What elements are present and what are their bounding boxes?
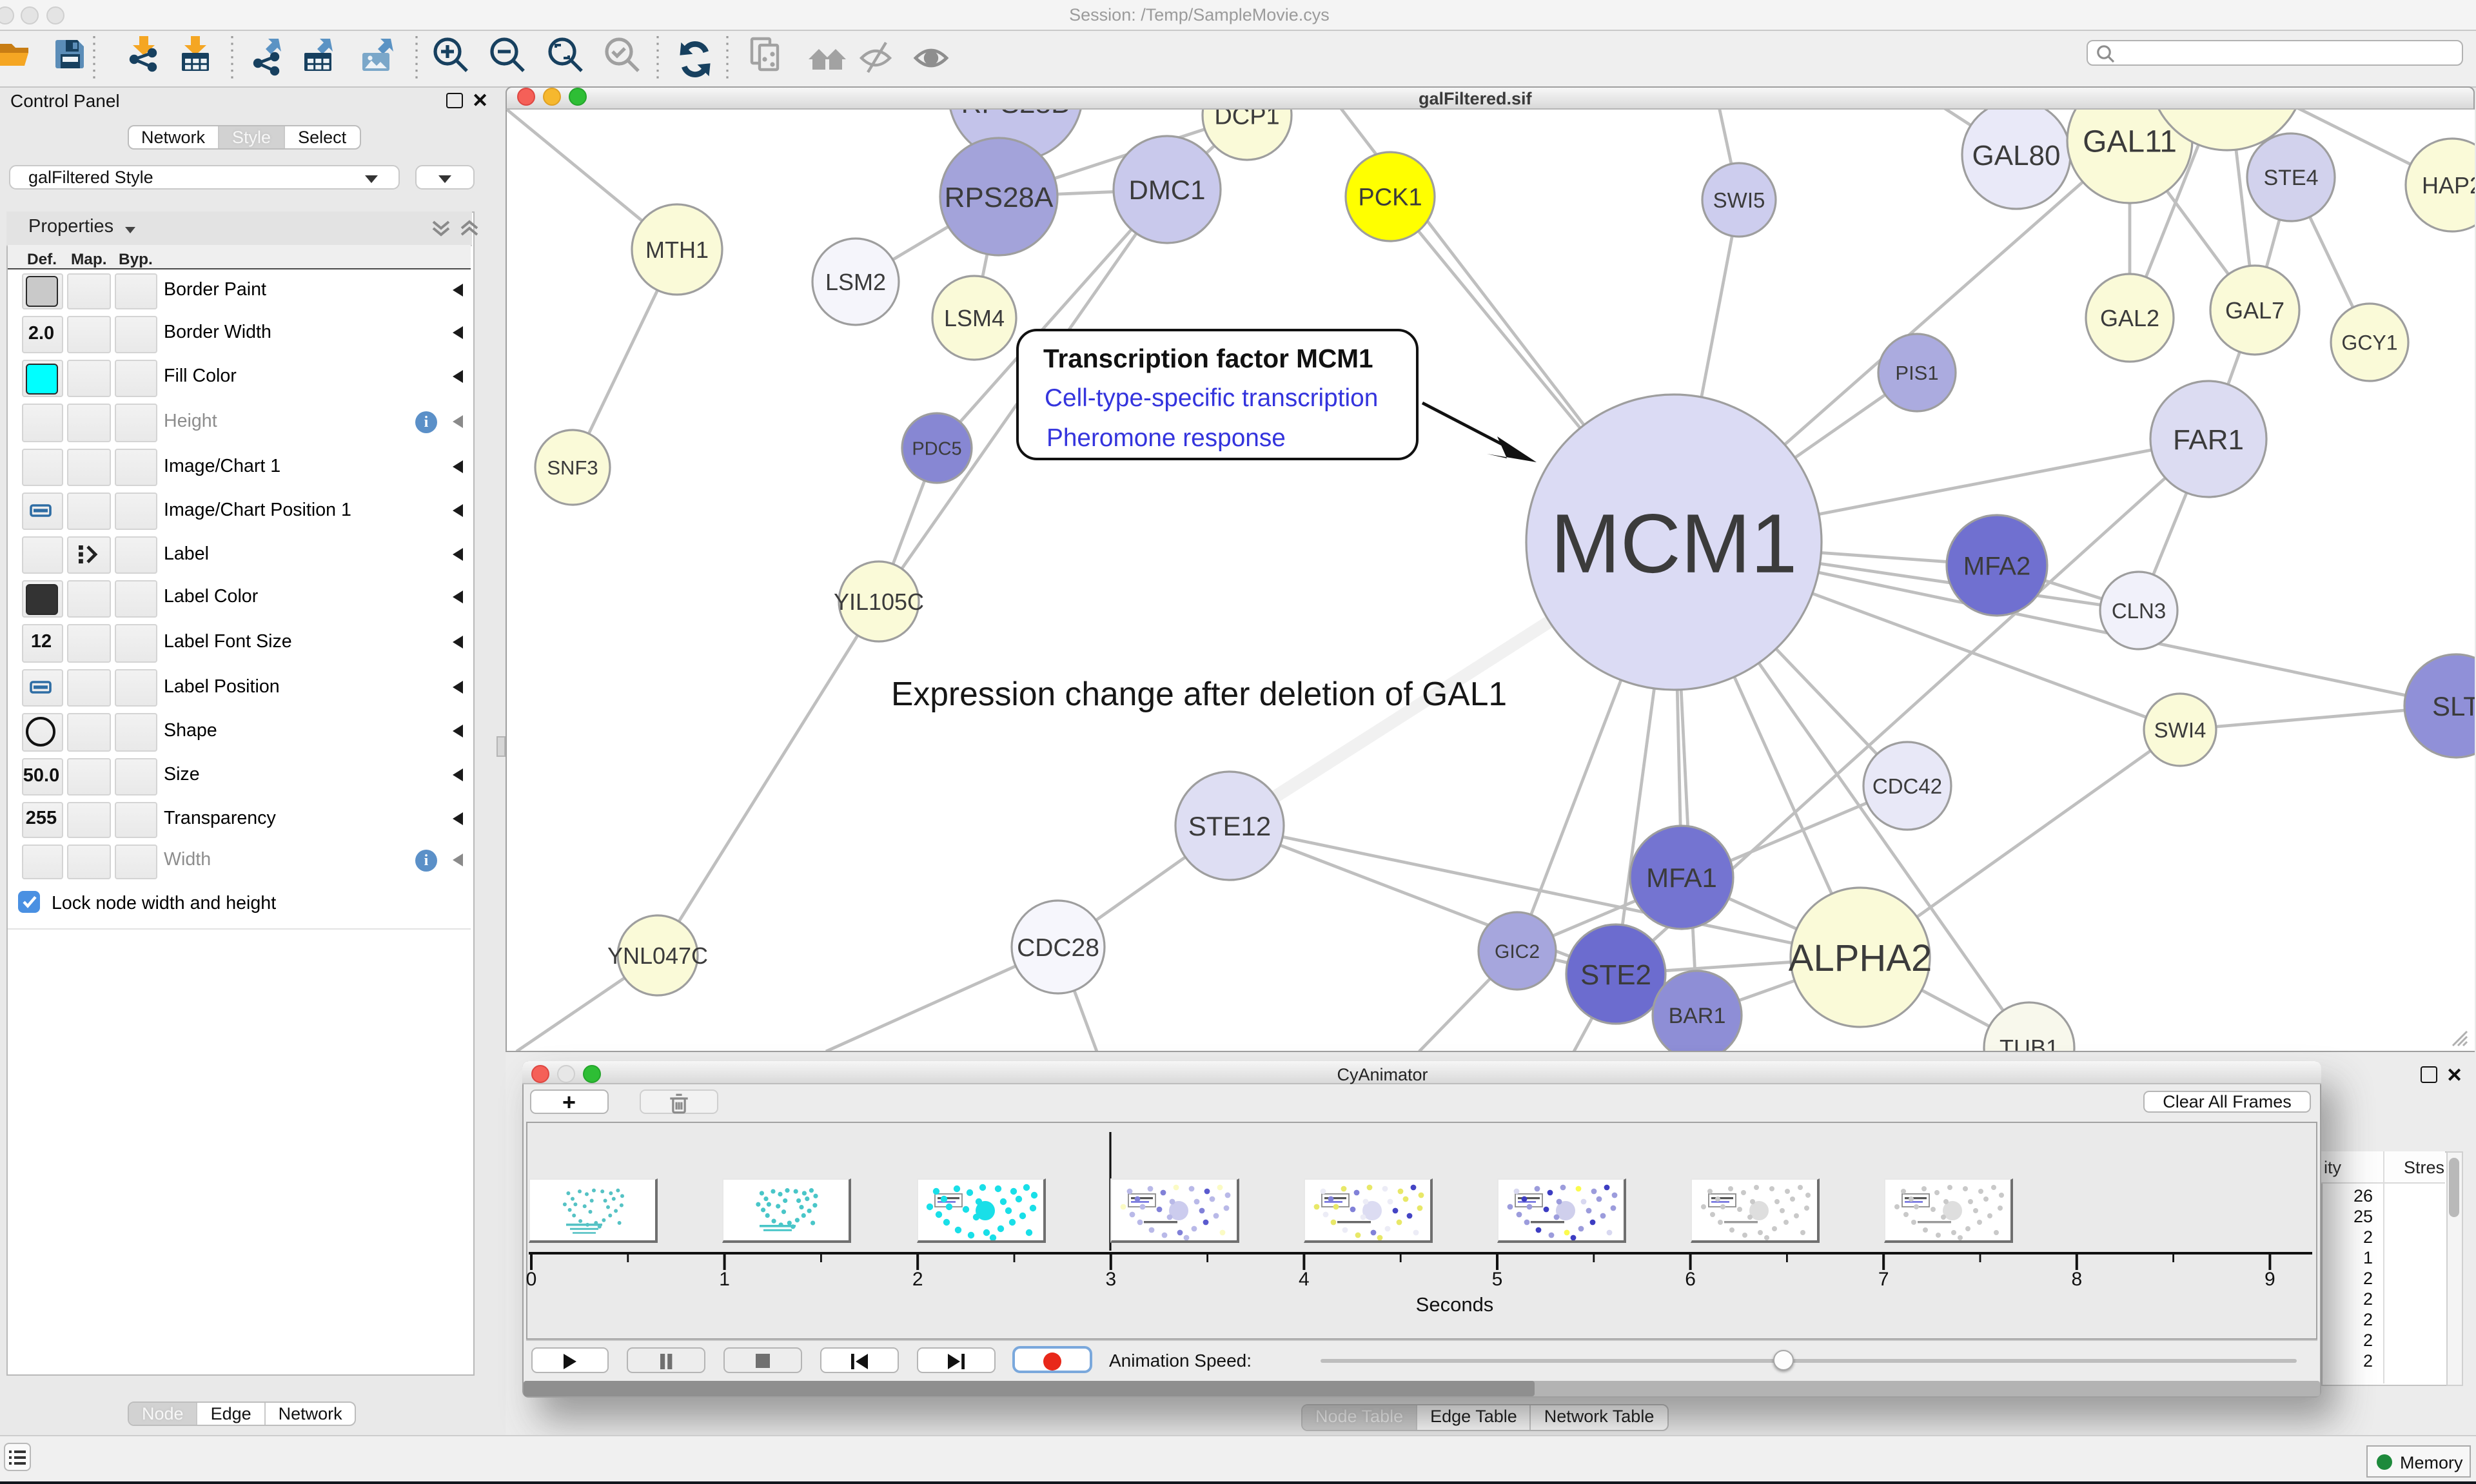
svg-text:SWI4: SWI4: [2154, 718, 2206, 741]
svg-text:MFA1: MFA1: [1646, 862, 1716, 892]
svg-text:GAL2: GAL2: [2099, 304, 2159, 331]
svg-text:GAL7: GAL7: [2225, 297, 2284, 323]
svg-text:CDC28: CDC28: [1016, 933, 1099, 961]
svg-text:DMC1: DMC1: [1128, 174, 1204, 204]
svg-text:LSM4: LSM4: [943, 304, 1004, 331]
svg-text:YNL047C: YNL047C: [607, 942, 707, 968]
svg-text:GIC2: GIC2: [1494, 941, 1539, 962]
svg-text:TUB1: TUB1: [1999, 1034, 2058, 1050]
svg-text:RPS28B: RPS28B: [961, 109, 1070, 119]
svg-text:STE12: STE12: [1188, 810, 1270, 841]
svg-text:GAL11: GAL11: [2082, 124, 2176, 158]
svg-text:GCY1: GCY1: [2341, 331, 2397, 354]
svg-text:RPS28A: RPS28A: [944, 181, 1053, 213]
svg-text:DCP1: DCP1: [1213, 109, 1279, 130]
svg-text:HAP2: HAP2: [2421, 171, 2474, 198]
svg-text:ALPHA2: ALPHA2: [1788, 937, 1931, 979]
svg-text:LSM2: LSM2: [825, 268, 885, 295]
svg-text:PCK1: PCK1: [1357, 184, 1421, 211]
svg-text:SWI5: SWI5: [1713, 188, 1765, 211]
svg-text:SNF3: SNF3: [546, 456, 597, 478]
svg-text:PIS1: PIS1: [1894, 361, 1938, 384]
svg-text:PDC5: PDC5: [911, 438, 961, 458]
svg-text:YIL105C: YIL105C: [833, 588, 923, 614]
svg-text:CLN3: CLN3: [2111, 598, 2165, 622]
svg-text:SLT: SLT: [2432, 690, 2474, 721]
svg-text:GAL80: GAL80: [1972, 139, 2060, 171]
svg-text:STE4: STE4: [2263, 165, 2317, 190]
svg-text:STE2: STE2: [1580, 959, 1651, 990]
svg-text:FAR1: FAR1: [2172, 424, 2243, 455]
svg-text:MTH1: MTH1: [645, 236, 708, 262]
svg-text:BAR1: BAR1: [1668, 1003, 1725, 1028]
svg-text:MCM1: MCM1: [1550, 496, 1797, 590]
svg-text:CDC42: CDC42: [1872, 774, 1941, 797]
svg-text:MFA2: MFA2: [1963, 551, 2030, 580]
